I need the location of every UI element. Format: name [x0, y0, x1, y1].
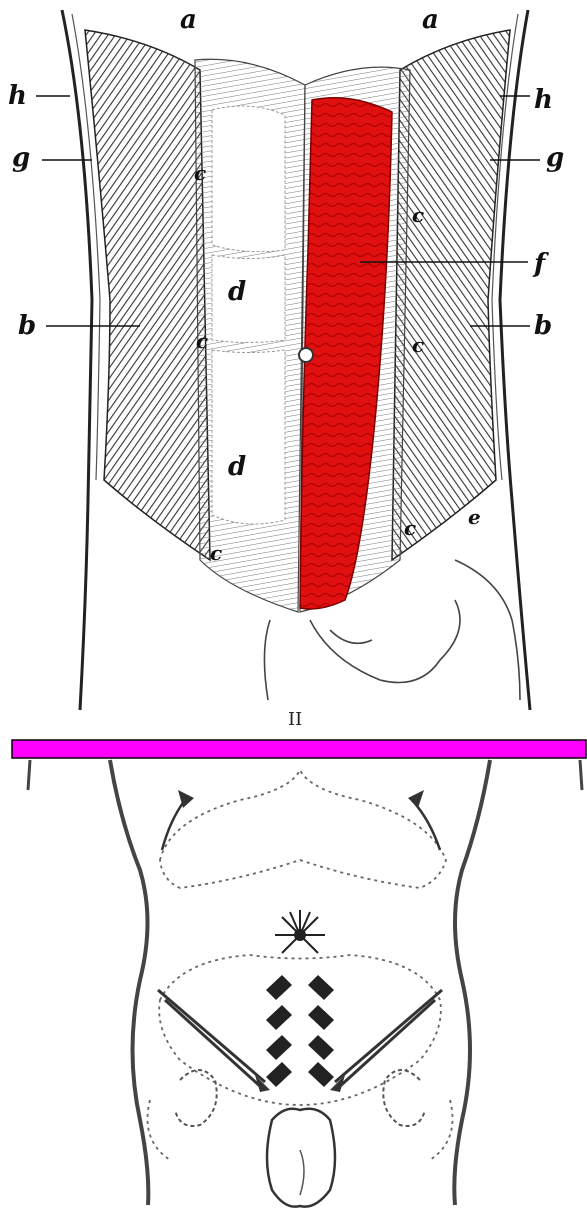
torso-outline-figure [28, 760, 582, 1207]
umbilicus [299, 348, 313, 362]
rectus-segment-lower [212, 350, 285, 524]
label-c-upper-left: c [194, 161, 206, 185]
label-a-left: a [180, 5, 197, 35]
divider-bar [12, 740, 586, 758]
label-c-mid-left: c [196, 329, 208, 353]
figure-numeral: II [288, 709, 302, 730]
left-hip-joint [175, 1070, 217, 1126]
label-e-right: e [468, 505, 481, 529]
label-d-upper: d [228, 277, 246, 307]
label-g-left: g [12, 143, 30, 173]
rectus-segment-upper [212, 106, 285, 252]
rib-cage-outline [160, 770, 446, 888]
midline-arrows [266, 975, 334, 1087]
label-a-right: a [422, 5, 439, 35]
label-c-mid-right: c [412, 333, 424, 357]
label-g-right: g [546, 143, 564, 173]
label-h-left: h [8, 81, 27, 111]
label-b-right: b [534, 311, 552, 341]
body-outline-left [110, 760, 148, 1205]
pelvis-outline [159, 955, 441, 1105]
label-b-left: b [18, 311, 36, 341]
abdominal-muscles-figure: a a h h g g c c c c c c d d b b f e II [8, 5, 564, 730]
label-c-lower-right: c [404, 516, 416, 540]
umbilicus-star [275, 910, 325, 953]
label-c-lower-left: c [210, 541, 222, 565]
label-d-lower: d [228, 452, 246, 482]
left-rib-arrow [162, 800, 185, 850]
right-hip-joint [383, 1070, 425, 1126]
left-external-oblique [85, 30, 210, 560]
body-outline-right [454, 760, 490, 1205]
rectus-segment-middle [212, 255, 285, 343]
label-h-right: h [534, 85, 553, 115]
label-f-right: f [532, 249, 549, 279]
label-c-upper-right: c [412, 203, 424, 227]
